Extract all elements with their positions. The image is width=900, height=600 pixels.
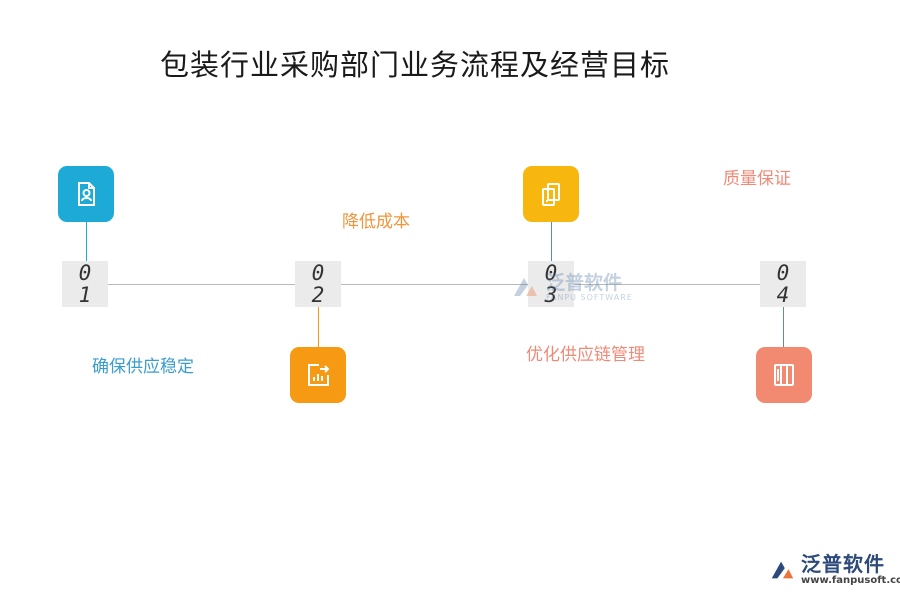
fanpu-logo-icon	[514, 278, 537, 296]
document-person-icon	[78, 182, 95, 206]
watermark-en: FANPU SOFTWARE	[546, 292, 633, 302]
timeline-line	[86, 284, 784, 285]
step-4-label: 质量保证	[723, 169, 791, 189]
step-4-connector	[783, 307, 784, 347]
step-3-label: 优化供应链管理	[526, 345, 645, 365]
step-1-label: 确保供应稳定	[92, 357, 194, 377]
page-title: 包装行业采购部门业务流程及经营目标	[160, 48, 671, 82]
brand-url: www.fanpusoft.com	[801, 575, 900, 586]
step-1-connector	[86, 222, 87, 261]
step-2-label: 降低成本	[342, 212, 410, 232]
step-2-icon-tile	[290, 347, 346, 403]
brand-logo: 泛普软件 www.fanpusoft.com	[768, 553, 900, 586]
watermark: 泛普软件 FANPU SOFTWARE	[510, 272, 633, 302]
step-1-number: 0 1	[62, 261, 108, 307]
fanpu-logo-icon	[771, 561, 794, 578]
brand-name: 泛普软件	[801, 552, 885, 576]
step-3-number: 0 3	[528, 261, 574, 307]
step-2-connector	[318, 307, 319, 347]
book-columns-icon	[774, 364, 794, 386]
bar-chart-icon	[308, 364, 330, 386]
step-1-icon-tile	[58, 166, 114, 222]
step-3-icon-tile	[523, 166, 579, 222]
copy-documents-icon	[542, 183, 560, 206]
watermark-cn: 泛普软件	[546, 271, 623, 294]
step-3-connector	[551, 222, 552, 261]
step-4-icon-tile	[756, 347, 812, 403]
step-2-number: 0 2	[295, 261, 341, 307]
step-4-number: 0 4	[760, 261, 806, 307]
